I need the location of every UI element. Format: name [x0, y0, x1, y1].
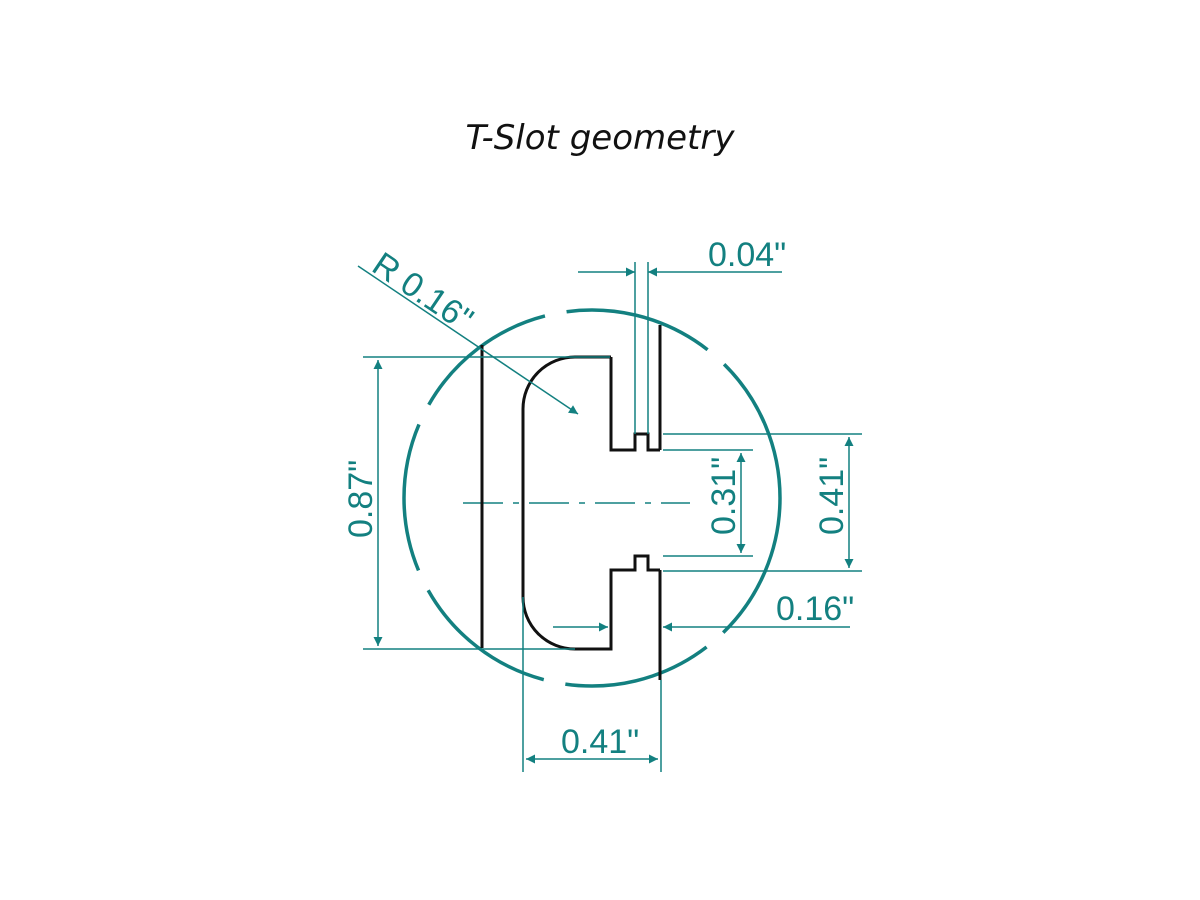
envelope-circle: [402, 308, 782, 688]
slot-height-dimension: [663, 433, 862, 572]
lip-depth-label: 0.16": [776, 590, 854, 628]
inner-opening-label: 0.31": [705, 457, 743, 535]
overall-height-dimension: [363, 356, 610, 650]
diagram-title: T-Slot geometry: [465, 118, 735, 158]
radius-label: R 0.16": [366, 245, 480, 339]
slot-profile: [480, 325, 662, 680]
radius-leader: [357, 265, 579, 415]
inner-opening-dimension: [663, 449, 753, 557]
overall-height-label: 0.87": [342, 460, 380, 538]
slot-gap-label: 0.04": [708, 236, 786, 274]
slot-height-label: 0.41": [813, 457, 851, 535]
head-width-dimension: [522, 597, 662, 772]
slot-gap-dimension: [578, 262, 782, 434]
head-width-label: 0.41": [561, 723, 639, 761]
